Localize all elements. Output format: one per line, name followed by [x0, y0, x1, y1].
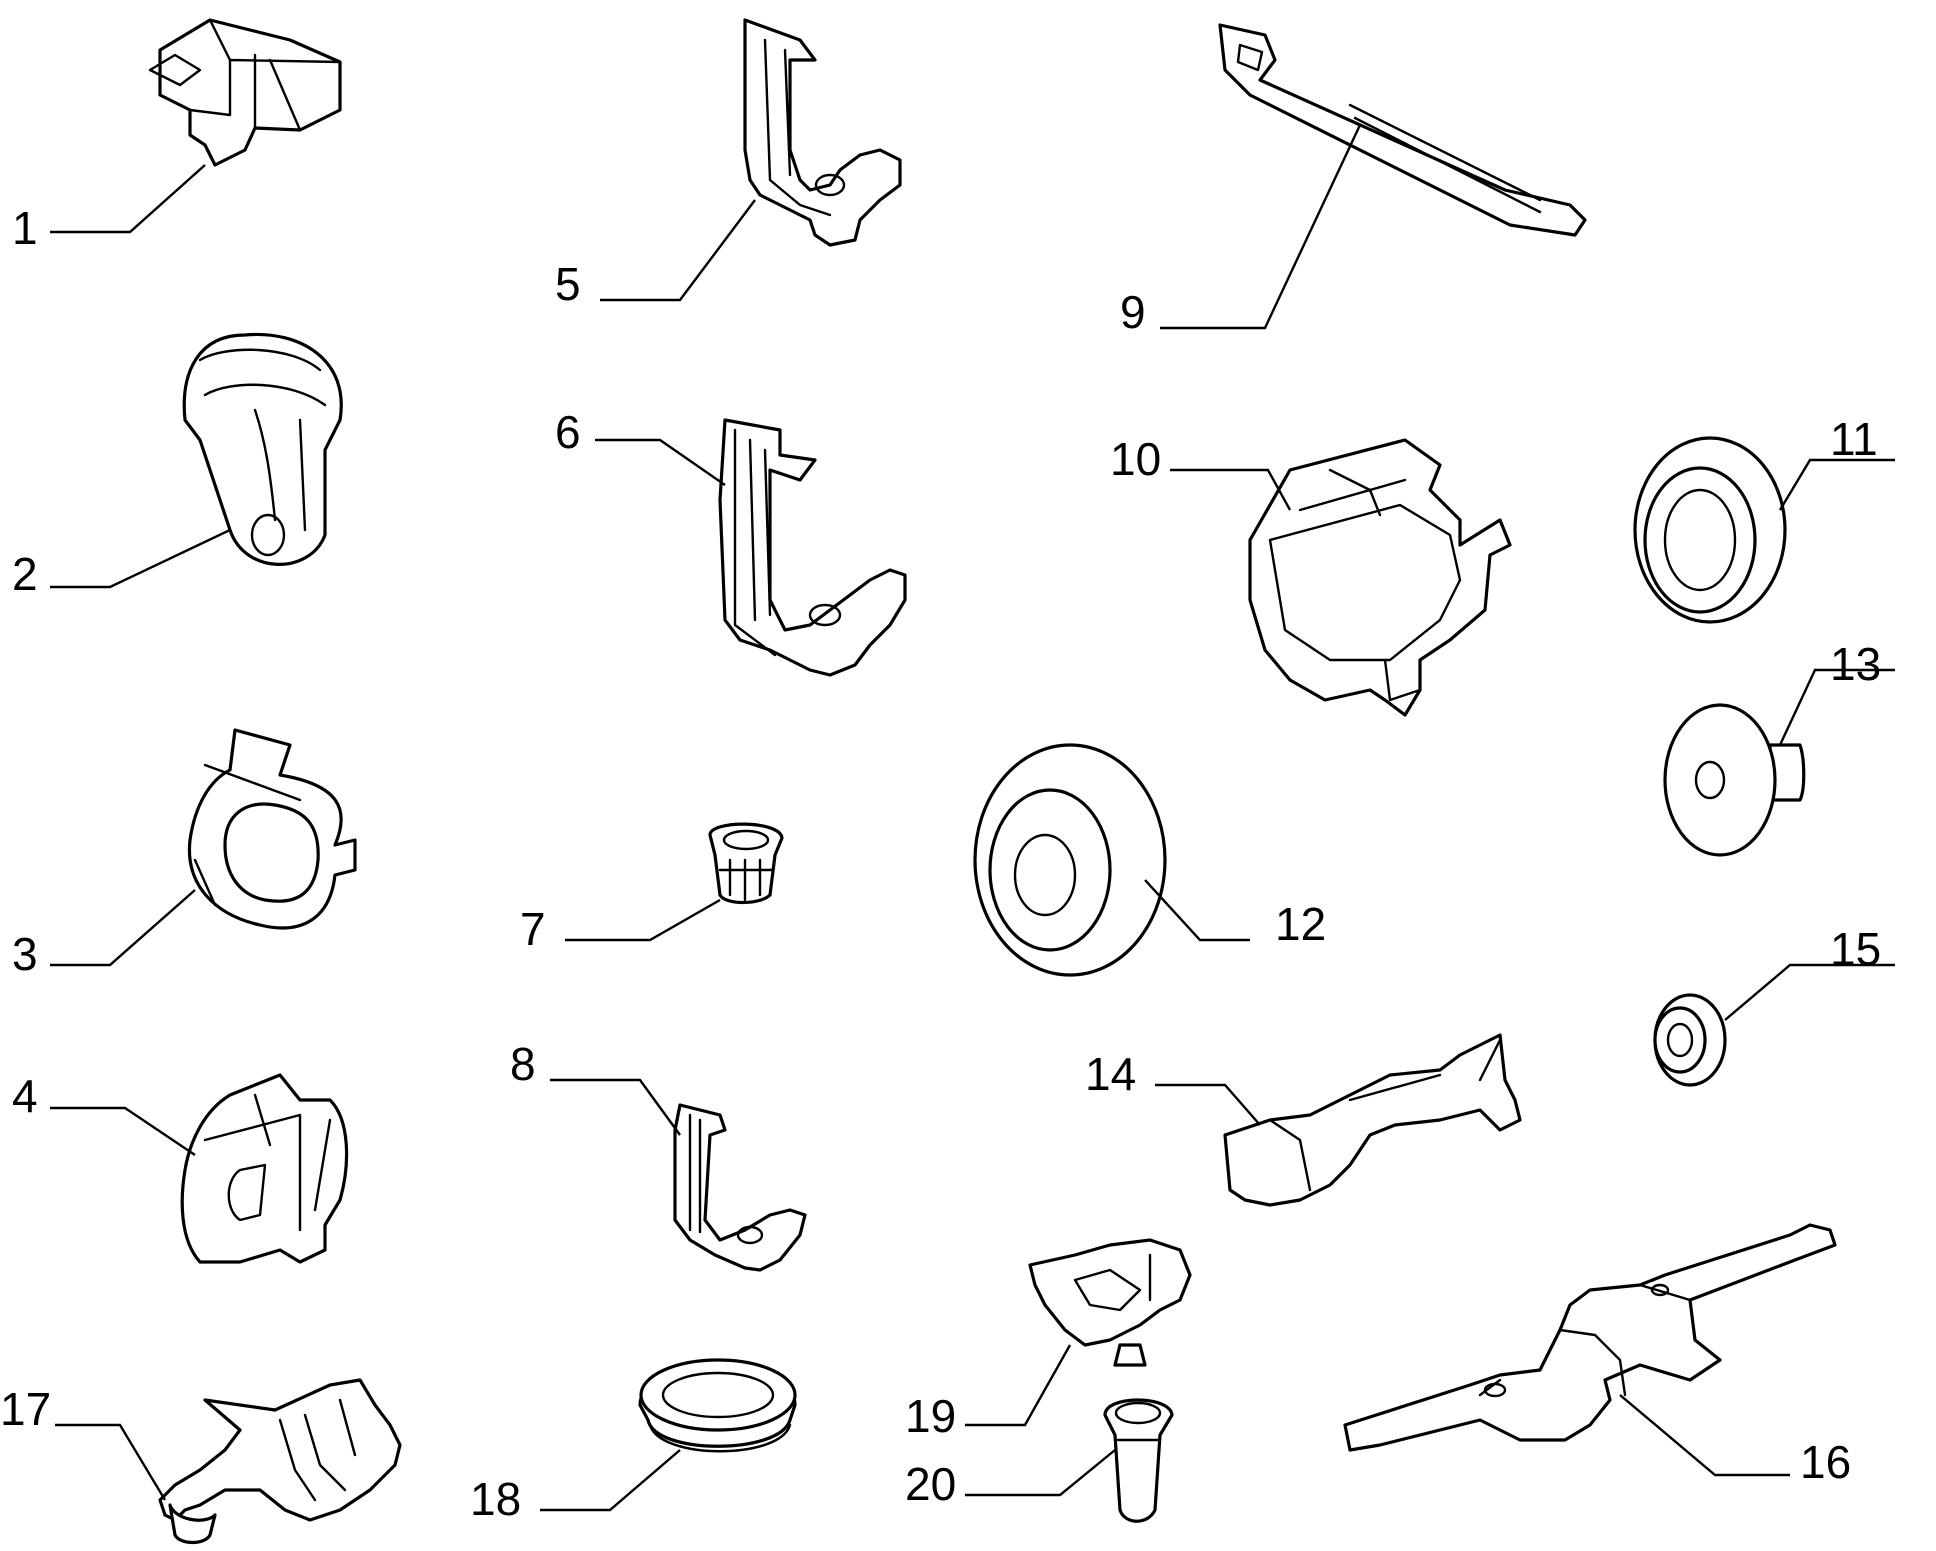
part-17 [158, 1378, 402, 1545]
part-15 [1653, 993, 1727, 1087]
leader-19 [965, 1344, 1072, 1427]
part-1 [148, 18, 342, 167]
part-6 [718, 418, 907, 677]
label-12: 12 [1275, 898, 1326, 950]
leader-1 [50, 164, 206, 234]
part-10 [1248, 438, 1512, 717]
leader-20 [965, 1449, 1116, 1497]
part-13 [1663, 703, 1806, 857]
leader-7 [565, 898, 721, 942]
label-14: 14 [1085, 1048, 1136, 1100]
label-3: 3 [12, 928, 38, 980]
label-13: 13 [1830, 638, 1881, 690]
leader-6 [595, 438, 726, 486]
leader-4 [50, 1106, 196, 1156]
label-6: 6 [555, 406, 581, 458]
label-17: 17 [0, 1383, 51, 1435]
label-18: 18 [470, 1473, 521, 1525]
label-15: 15 [1830, 923, 1881, 975]
leader-14 [1155, 1083, 1261, 1126]
part-2 [182, 332, 343, 566]
part-4 [180, 1073, 349, 1264]
part-16 [1343, 1223, 1837, 1452]
label-1: 1 [12, 202, 38, 254]
part-12 [973, 743, 1167, 977]
part-19 [1028, 1238, 1192, 1367]
part-11 [1633, 436, 1787, 624]
leader-10 [1170, 468, 1292, 511]
label-2: 2 [12, 548, 38, 600]
label-9: 9 [1120, 286, 1146, 338]
leader-16 [1619, 1394, 1790, 1477]
leader-15 [1724, 963, 1895, 1021]
leader-3 [50, 889, 196, 967]
part-8 [673, 1103, 807, 1272]
leader-13 [1778, 668, 1895, 746]
leader-18 [540, 1449, 681, 1512]
label-7: 7 [520, 903, 546, 955]
part-9 [1218, 23, 1587, 237]
leader-12 [1144, 879, 1250, 942]
label-4: 4 [12, 1070, 38, 1122]
part-18 [638, 1358, 797, 1453]
leader-8 [550, 1078, 681, 1136]
leader-11 [1778, 458, 1895, 511]
label-5: 5 [555, 258, 581, 310]
part-3 [187, 728, 357, 930]
label-11: 11 [1830, 413, 1878, 465]
part-5 [743, 18, 902, 247]
part-20 [1103, 1398, 1174, 1523]
leader-2 [50, 528, 231, 589]
leader-5 [600, 199, 756, 302]
part-7 [708, 822, 784, 905]
label-20: 20 [905, 1458, 956, 1510]
part-14 [1223, 1033, 1522, 1207]
label-10: 10 [1110, 433, 1161, 485]
leader-9 [1160, 124, 1362, 330]
leader-17 [55, 1423, 167, 1501]
label-16: 16 [1800, 1436, 1851, 1488]
label-8: 8 [510, 1038, 536, 1090]
label-19: 19 [905, 1390, 956, 1442]
